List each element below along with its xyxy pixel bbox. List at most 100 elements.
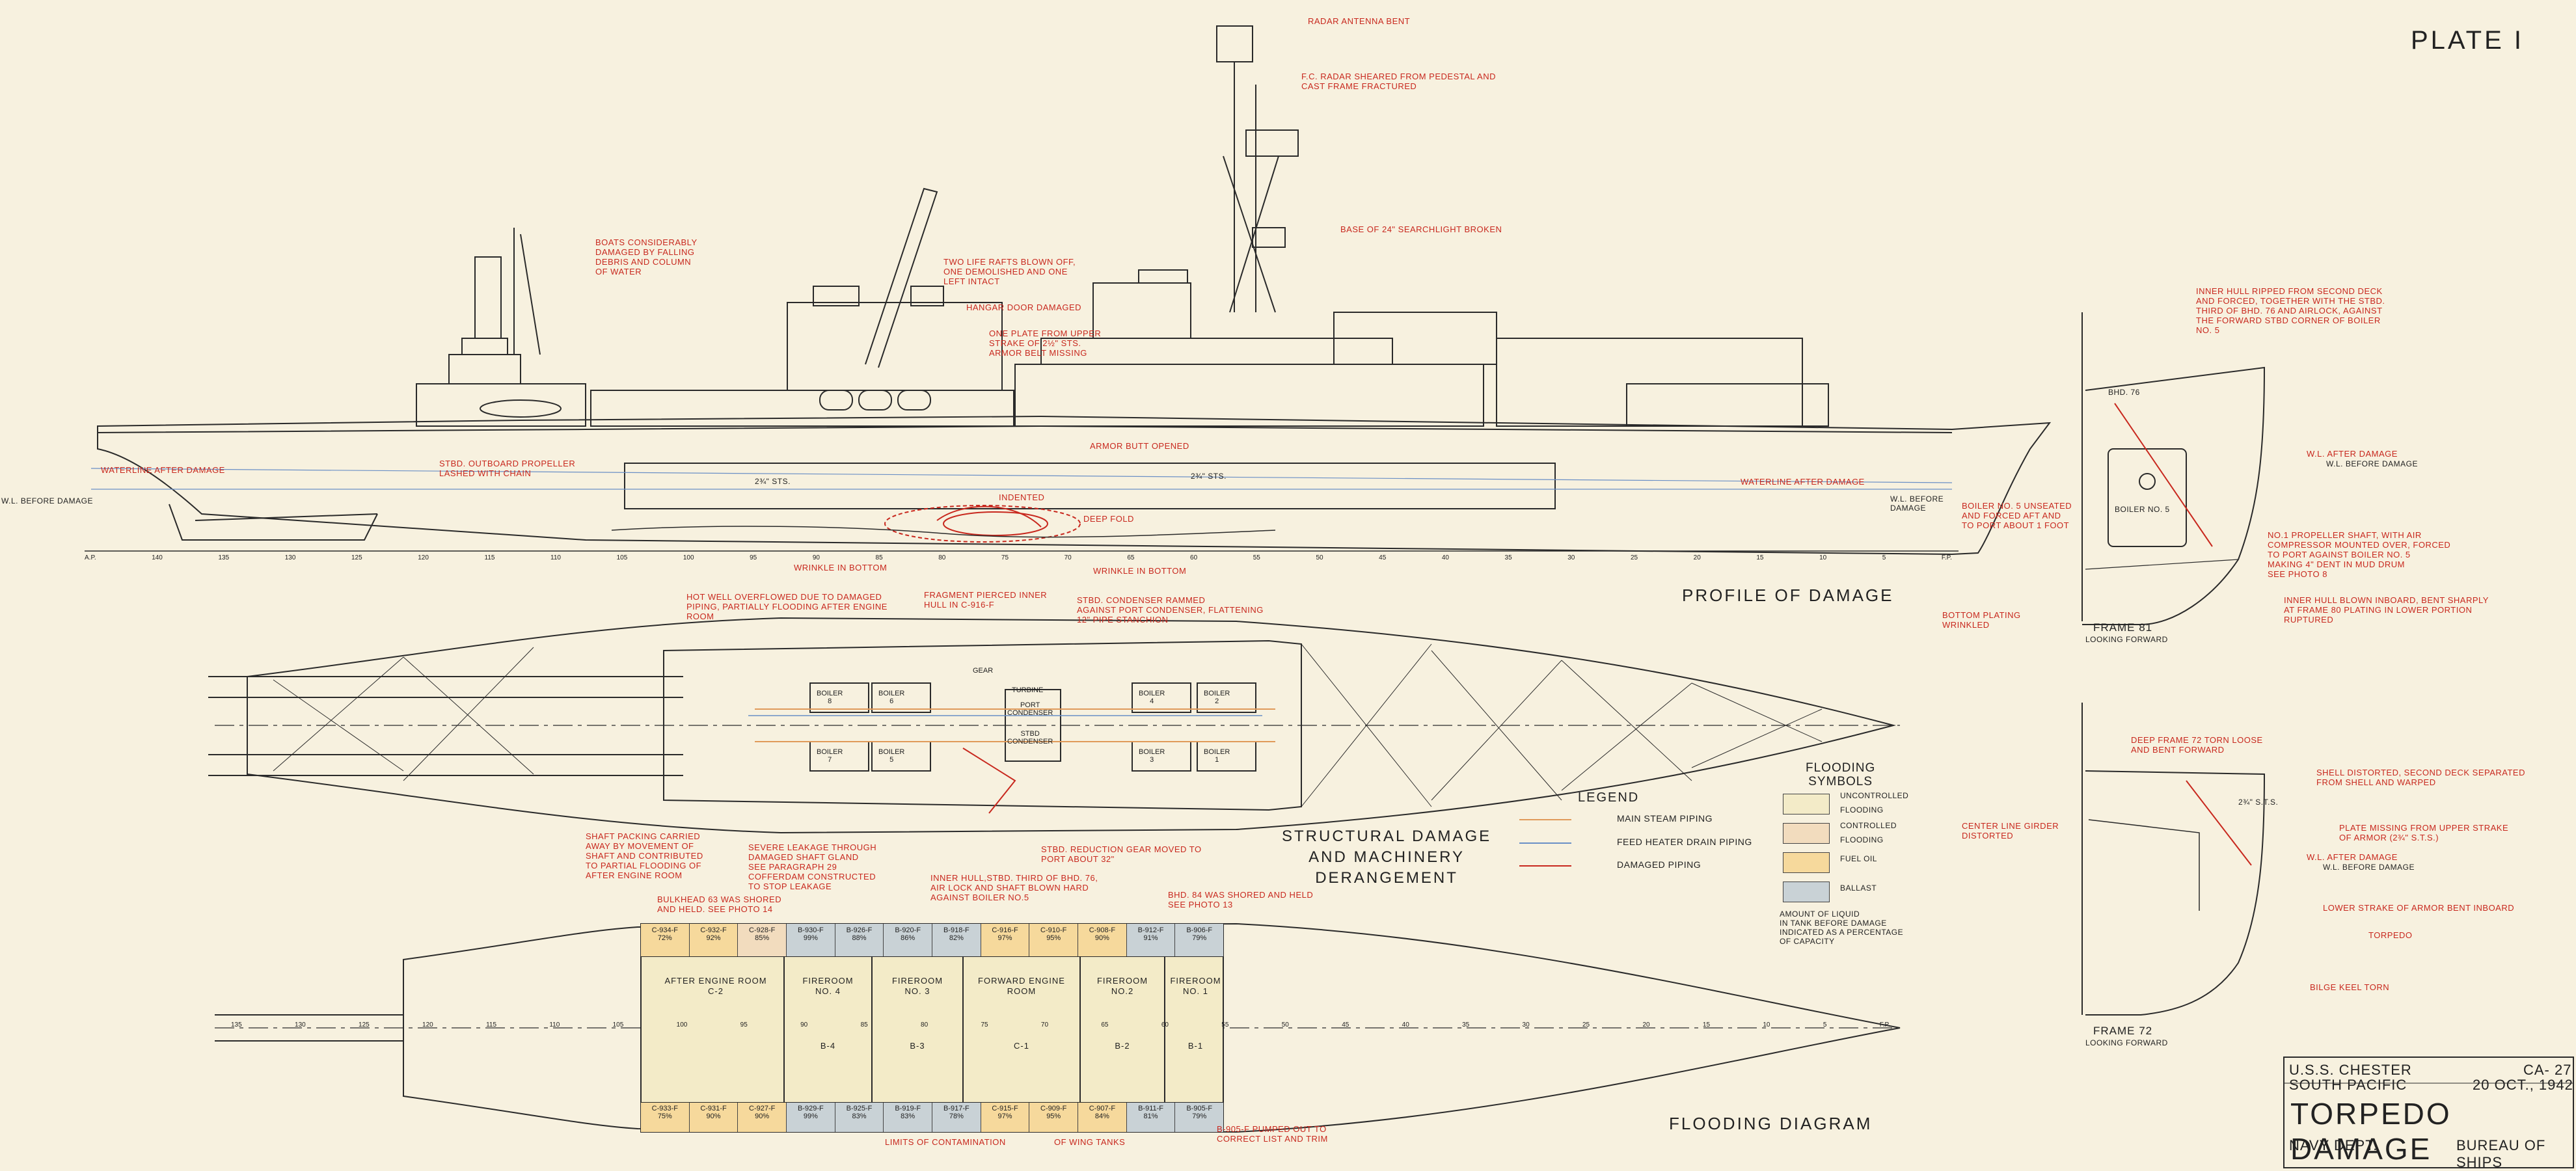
tank-cell: C-934-F 72% <box>641 924 690 956</box>
frame-label: F.P. <box>1879 1021 1890 1029</box>
profile-title: PROFILE OF DAMAGE <box>1682 586 1894 605</box>
struct-severe-leakage: SEVERE LEAKAGE THROUGH DAMAGED SHAFT GLA… <box>748 842 877 891</box>
legend-swatch-feed <box>1519 842 1571 844</box>
annotation-armor-butt: ARMOR BUTT OPENED <box>1090 441 1189 451</box>
flooding-symbol-label: FUEL OIL <box>1840 854 1877 863</box>
frame-label: 95 <box>740 1021 748 1029</box>
frame-label: 10 <box>1819 554 1827 561</box>
frame-label: 115 <box>486 1021 497 1029</box>
annotation-boats: BOATS CONSIDERABLY DAMAGED BY FALLING DE… <box>595 237 698 276</box>
frame-label: 85 <box>860 1021 868 1029</box>
frame-label: 40 <box>1402 1021 1409 1029</box>
boiler-label: BOILER 4 <box>1139 690 1165 705</box>
frame-label: 45 <box>1379 554 1387 561</box>
flooding-bottom-room: B-1 <box>1187 1041 1204 1051</box>
frame-label: 50 <box>1281 1021 1289 1029</box>
structural-plan <box>208 617 1900 834</box>
flooding-pumped: B-905-F PUMPED OUT TO CORRECT LIST AND T… <box>1217 1124 1328 1144</box>
tank-cell: B-911-F 81% <box>1126 1103 1176 1132</box>
swatch-controlled <box>1783 823 1830 844</box>
f72-bilge-keel: BILGE KEEL TORN <box>2310 982 2390 992</box>
frame-label: 50 <box>1316 554 1323 561</box>
frame-label: 60 <box>1190 554 1198 561</box>
tank-cell: C-932-F 92% <box>689 924 739 956</box>
frame-label: 70 <box>1064 554 1072 561</box>
frame-label: 105 <box>612 1021 624 1029</box>
frame-label: 95 <box>750 554 757 561</box>
frame-label: 10 <box>1763 1021 1770 1029</box>
frame-label: 65 <box>1127 554 1135 561</box>
f81-bottom-plating: BOTTOM PLATING WRINKLED <box>1942 610 2021 630</box>
tb-ca: CA- 27 <box>2523 1062 2572 1078</box>
top-tank-row: C-934-F 72% C-932-F 92% C-928-F 85% B-93… <box>641 924 1224 956</box>
frame-label: 80 <box>938 554 946 561</box>
frame-label: 125 <box>359 1021 370 1029</box>
struct-bhd63: BULKHEAD 63 WAS SHORED AND HELD. SEE PHO… <box>657 895 782 914</box>
frame-label: 140 <box>152 554 163 561</box>
frame-label: 110 <box>550 554 561 561</box>
annotation-waterline-after-left: WATERLINE AFTER DAMAGE <box>101 465 225 475</box>
annotation-sts-left: 2¾" STS. <box>755 477 791 486</box>
frame-label: 45 <box>1342 1021 1349 1029</box>
flooding-wing-tanks: OF WING TANKS <box>1054 1137 1126 1147</box>
frame-label: 100 <box>683 554 694 561</box>
flooding-symbol-label: BALLAST <box>1840 883 1877 893</box>
machinery-label: GEAR <box>973 667 994 675</box>
struct-condenser: STBD. CONDENSER RAMMED AGAINST PORT COND… <box>1077 595 1264 625</box>
frame-label: 115 <box>484 554 495 561</box>
frame-label: 55 <box>1221 1021 1229 1029</box>
f72-wl-after: W.L. AFTER DAMAGE <box>2307 852 2398 862</box>
tb-dept: NAVY DEPT. <box>2289 1137 2378 1153</box>
f81-propeller-shaft: NO.1 PROPELLER SHAFT, WITH AIR COMPRESSO… <box>2268 530 2451 579</box>
frame-label: 120 <box>418 554 429 561</box>
annotation-propeller: STBD. OUTBOARD PROPELLER LASHED WITH CHA… <box>439 459 576 478</box>
frame-label: 20 <box>1693 554 1701 561</box>
f72-shell: SHELL DISTORTED, SECOND DECK SEPARATED F… <box>2316 768 2525 787</box>
annotation-radar-antenna: RADAR ANTENNA BENT <box>1308 16 1411 26</box>
annotation-wrinkle-2: WRINKLE IN BOTTOM <box>1093 566 1187 576</box>
struct-bhd84: BHD. 84 WAS SHORED AND HELD SEE PHOTO 13 <box>1168 890 1314 909</box>
machinery-label: TURBINE <box>1012 686 1044 694</box>
boiler-label: BOILER 7 <box>817 748 843 764</box>
flooding-title: FLOODING DIAGRAM <box>1669 1114 1873 1133</box>
tb-ship: U.S.S. CHESTER <box>2289 1062 2412 1078</box>
tank-cell: C-907-F 84% <box>1078 1103 1127 1132</box>
frame-label: 60 <box>1161 1021 1169 1029</box>
structural-title: STRUCTURAL DAMAGE AND MACHINERY DERANGEM… <box>1282 828 1492 887</box>
machinery-label: STBD CONDENSER <box>1007 730 1053 746</box>
tank-cell: C-933-F 75% <box>641 1103 690 1132</box>
flooding-room: FIREROOM NO. 4 <box>802 976 854 996</box>
annotation-searchlight: BASE OF 24" SEARCHLIGHT BROKEN <box>1340 224 1502 234</box>
f81-boiler5-unseated: BOILER NO. 5 UNSEATED AND FORCED AFT AND… <box>1962 501 2072 530</box>
tb-title: TORPEDO DAMAGE <box>2290 1097 2452 1166</box>
annotation-one-plate: ONE PLATE FROM UPPER STRAKE OF 2½" STS. … <box>989 329 1102 358</box>
swatch-uncontrolled <box>1783 794 1830 814</box>
frame-72-section <box>2081 703 2266 1016</box>
tank-cell: B-905-F 79% <box>1175 1103 1224 1132</box>
annotation-wl-before-left: W.L. BEFORE DAMAGE <box>1 496 94 505</box>
flooding-room: FIREROOM NO.2 <box>1096 976 1148 996</box>
legend-item: DAMAGED PIPING <box>1617 859 1702 870</box>
annotation-life-rafts: TWO LIFE RAFTS BLOWN OFF, ONE DEMOLISHED… <box>943 257 1076 286</box>
tank-cell: C-916-F 97% <box>981 924 1030 956</box>
tank-cell: B-925-F 83% <box>835 1103 884 1132</box>
ship-profile <box>85 25 2052 556</box>
profile-frame-scale: A.P. 140 135 130 125 120 115 110 105 100… <box>85 554 1952 561</box>
swatch-ballast <box>1783 882 1830 902</box>
boiler-label: BOILER 3 <box>1139 748 1165 764</box>
tank-cell: C-931-F 90% <box>689 1103 739 1132</box>
frame-label: 35 <box>1504 554 1512 561</box>
frame-label: 30 <box>1567 554 1575 561</box>
flooding-bottom-room: B-3 <box>910 1041 925 1051</box>
flooding-symbols-note: AMOUNT OF LIQUID IN TANK BEFORE DAMAGE I… <box>1780 909 1904 946</box>
f72-sts: 2¾" S.T.S. <box>2238 798 2279 807</box>
frame-label: 135 <box>231 1021 242 1029</box>
frame-label: 125 <box>351 554 362 561</box>
f72-subtitle: LOOKING FORWARD <box>2085 1038 2168 1047</box>
f72-lower-strake: LOWER STRAKE OF ARMOR BENT INBOARD <box>2323 903 2515 913</box>
tank-cell: B-919-F 83% <box>884 1103 933 1132</box>
flooding-room: AFTER ENGINE ROOM C-2 <box>664 976 767 996</box>
tb-area: SOUTH PACIFIC <box>2289 1077 2407 1093</box>
boiler-label: BOILER 2 <box>1204 690 1230 705</box>
